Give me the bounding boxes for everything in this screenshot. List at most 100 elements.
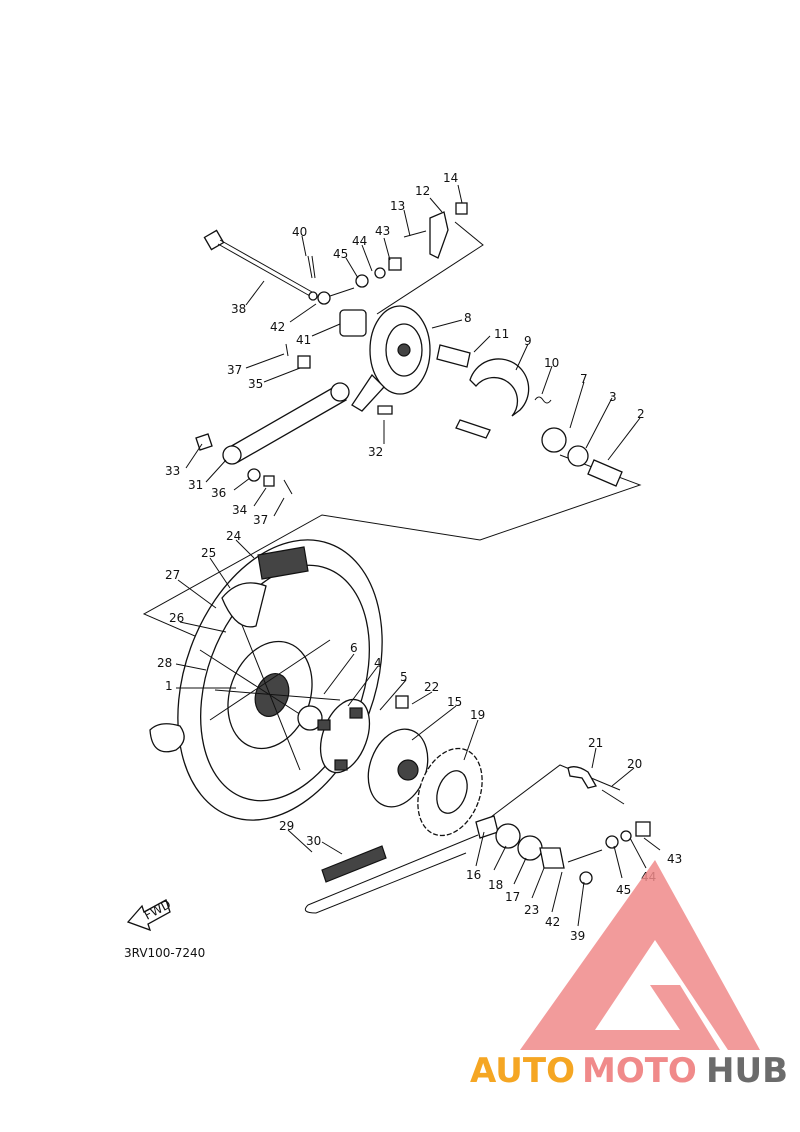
- washer-part: [355, 274, 369, 288]
- rod-nut-part: [297, 355, 311, 369]
- callout-12: 12: [415, 184, 430, 198]
- washer-part: [374, 267, 386, 279]
- callout-37-lower: 37: [253, 513, 268, 527]
- adjuster-nut-part: [579, 871, 593, 885]
- plate-bolt-part: [377, 405, 393, 415]
- callout-42: 42: [270, 320, 285, 334]
- watermark-hub: HUB: [706, 1051, 788, 1091]
- rod-washer-part: [247, 468, 261, 482]
- callout-1: 1: [165, 679, 173, 693]
- nut-part: [388, 257, 402, 271]
- callout-10: 10: [544, 356, 559, 370]
- callout-38: 38: [231, 302, 246, 316]
- automotohub-logo-icon: [520, 860, 760, 1050]
- hub-bearing-part: [297, 705, 323, 731]
- chain-part: [304, 834, 479, 914]
- callout-19: 19: [470, 708, 485, 722]
- callout-44: 44: [352, 234, 367, 248]
- callout-33: 33: [165, 464, 180, 478]
- adjuster-bolt-part: [567, 849, 603, 863]
- callout-36: 36: [211, 486, 226, 500]
- axle-part: [203, 229, 318, 301]
- bearing-part: [541, 427, 567, 453]
- callout-8: 8: [464, 311, 472, 325]
- leader-lines: [175, 184, 661, 927]
- camshaft-part: [436, 344, 471, 368]
- callout-17: 17: [505, 890, 520, 904]
- callout-24: 24: [226, 529, 241, 543]
- chain-joint-part: [321, 845, 387, 883]
- sprocket-part: [417, 747, 483, 837]
- spring-part: [534, 396, 552, 404]
- callout-41: 41: [296, 333, 311, 347]
- callout-31: 31: [188, 478, 203, 492]
- callout-45: 45: [333, 247, 348, 261]
- callout-20: 20: [627, 757, 642, 771]
- collar-part: [339, 309, 367, 337]
- torque-bolt-part: [195, 433, 213, 451]
- callout-23: 23: [524, 903, 539, 917]
- bolt-part: [317, 287, 355, 305]
- callout-30: 30: [306, 834, 321, 848]
- brake-plate-part: [351, 305, 431, 412]
- spacer-part: [539, 847, 565, 869]
- group-line-low: [482, 764, 621, 824]
- callout-43: 43: [375, 224, 390, 238]
- callout-14: 14: [443, 171, 458, 185]
- callout-26: 26: [169, 611, 184, 625]
- callout-42-lower: 42: [545, 915, 560, 929]
- puller-bolt-part: [601, 789, 625, 805]
- collar-part: [475, 815, 499, 839]
- sprocket-bits-part: [257, 546, 309, 580]
- callout-37: 37: [227, 363, 242, 377]
- lever-bolt-part: [403, 230, 427, 238]
- callout-29: 29: [279, 819, 294, 833]
- callout-16: 16: [466, 868, 481, 882]
- callout-35: 35: [248, 377, 263, 391]
- callout-27: 27: [165, 568, 180, 582]
- diagram-code: 3RV100-7240: [124, 946, 205, 960]
- rod-pin-part: [283, 343, 293, 495]
- watermark-auto: AUTO: [470, 1051, 575, 1091]
- callout-5: 5: [400, 670, 408, 684]
- clutch-hub-part: [367, 728, 429, 808]
- callout-9: 9: [524, 334, 532, 348]
- callout-39: 39: [570, 929, 585, 943]
- cotter-pin-part: [307, 255, 316, 279]
- oil-seal-part: [567, 445, 589, 467]
- washer-part: [620, 830, 632, 842]
- axle-nut-part: [635, 821, 651, 837]
- bearing-part: [495, 823, 521, 849]
- callout-34: 34: [232, 503, 247, 517]
- washer-part: [605, 835, 619, 849]
- callout-13: 13: [390, 199, 405, 213]
- callout-7: 7: [580, 372, 588, 386]
- callout-15: 15: [447, 695, 462, 709]
- callout-22: 22: [424, 680, 439, 694]
- rod-nut-part: [263, 475, 275, 487]
- spacer-part: [587, 459, 623, 487]
- callout-45-lower: 45: [616, 883, 631, 897]
- callout-25: 25: [201, 546, 216, 560]
- callout-40: 40: [292, 225, 307, 239]
- brake-shoe-part: [455, 358, 530, 439]
- callout-6: 6: [350, 641, 358, 655]
- callout-11: 11: [494, 327, 509, 341]
- damper-nut-part: [395, 695, 409, 709]
- callout-28: 28: [157, 656, 172, 670]
- callout-18: 18: [488, 878, 503, 892]
- group-line-mid: [142, 454, 642, 666]
- fwd-arrow-icon: [126, 899, 171, 932]
- damper-part: [317, 698, 371, 774]
- torque-rod-part: [222, 382, 350, 465]
- cam-lever-part: [429, 211, 449, 259]
- callout-43-lower: 43: [667, 852, 682, 866]
- callout-2: 2: [637, 407, 645, 421]
- chain-puller-part: [567, 766, 597, 789]
- callout-32: 32: [368, 445, 383, 459]
- callout-3: 3: [609, 390, 617, 404]
- callout-21: 21: [588, 736, 603, 750]
- group-line-top: [376, 221, 484, 315]
